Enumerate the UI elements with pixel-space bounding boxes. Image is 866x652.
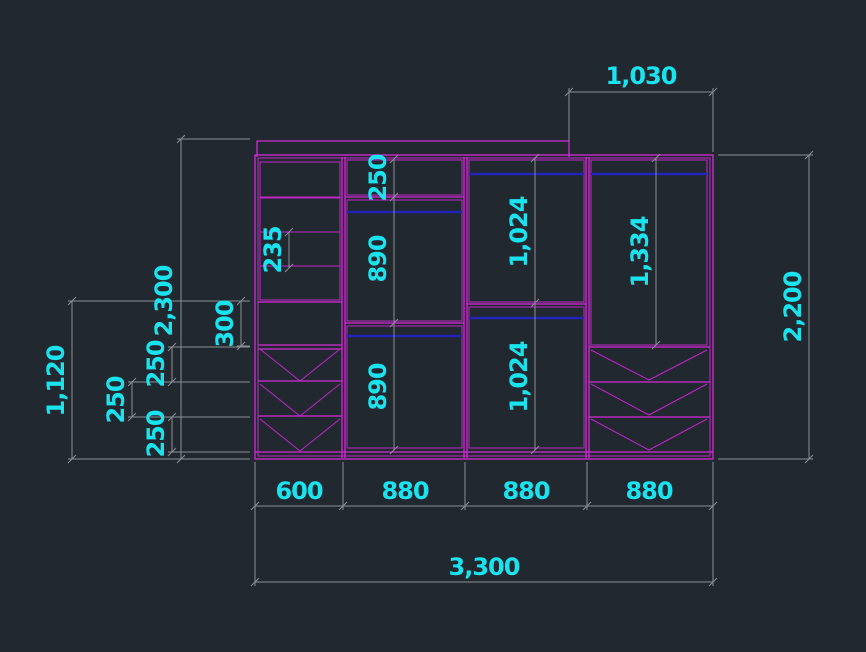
- drawer-chevron-3: [259, 418, 341, 452]
- section-600: [258, 161, 342, 452]
- dim-drawer-250-a: 250: [142, 340, 170, 387]
- cabinet-inner-outline: [257, 157, 711, 457]
- dim-right-height: 2,200: [779, 271, 807, 342]
- section-880-b: [467, 159, 586, 449]
- dim-hang-890-upper: 890: [364, 235, 392, 282]
- dim-hang-1024-lower: 1,024: [505, 341, 533, 412]
- long-hanging-box: [590, 159, 708, 346]
- dim-width-880-a: 880: [381, 477, 428, 505]
- dim-width-600: 600: [275, 477, 322, 505]
- dim-hang-1024-upper: 1,024: [505, 196, 533, 267]
- dim-shelf-235: 235: [259, 226, 287, 273]
- dim-shelf-300: 300: [211, 300, 239, 347]
- upper-hanging-box: [468, 159, 585, 303]
- cabinet-outline: [254, 154, 714, 460]
- dimension-lines: [67, 87, 814, 587]
- dim-drawer-250-b: 250: [102, 376, 130, 423]
- dim-overall-width: 3,300: [449, 553, 520, 581]
- shelf-box-2: [259, 197, 341, 301]
- lower-hanging-box: [346, 325, 463, 449]
- drawer-chevron-2: [259, 383, 341, 417]
- dim-top-offset: 1,030: [606, 62, 677, 90]
- top-soffit: [256, 140, 570, 157]
- dim-hang-1334: 1,334: [626, 216, 654, 287]
- dim-total-height: 2,300: [150, 265, 178, 336]
- drawer-chevron-1: [590, 349, 708, 381]
- dim-width-880-b: 880: [502, 477, 549, 505]
- section-880-a: [345, 159, 464, 449]
- section-880-c: [589, 159, 710, 451]
- top-shelf-box: [346, 159, 463, 196]
- dim-drawer-zone: 1,120: [42, 345, 70, 416]
- upper-hanging-box: [346, 199, 463, 322]
- dim-top-shelf-250: 250: [364, 154, 392, 201]
- shelf-box-1: [259, 161, 341, 198]
- dimension-labels: 1,030 3,300 600 880 880 880 2,200 2,300 …: [42, 62, 807, 581]
- drawer-chevron-1: [259, 348, 341, 382]
- dim-hang-890-lower: 890: [364, 363, 392, 410]
- drawer-chevron-2: [590, 383, 708, 416]
- wardrobe-cabinet: [254, 140, 714, 460]
- dim-drawer-250-c: 250: [142, 410, 170, 457]
- lower-hanging-box: [468, 306, 585, 449]
- dim-width-880-c: 880: [625, 477, 672, 505]
- drawer-chevron-3: [590, 418, 708, 451]
